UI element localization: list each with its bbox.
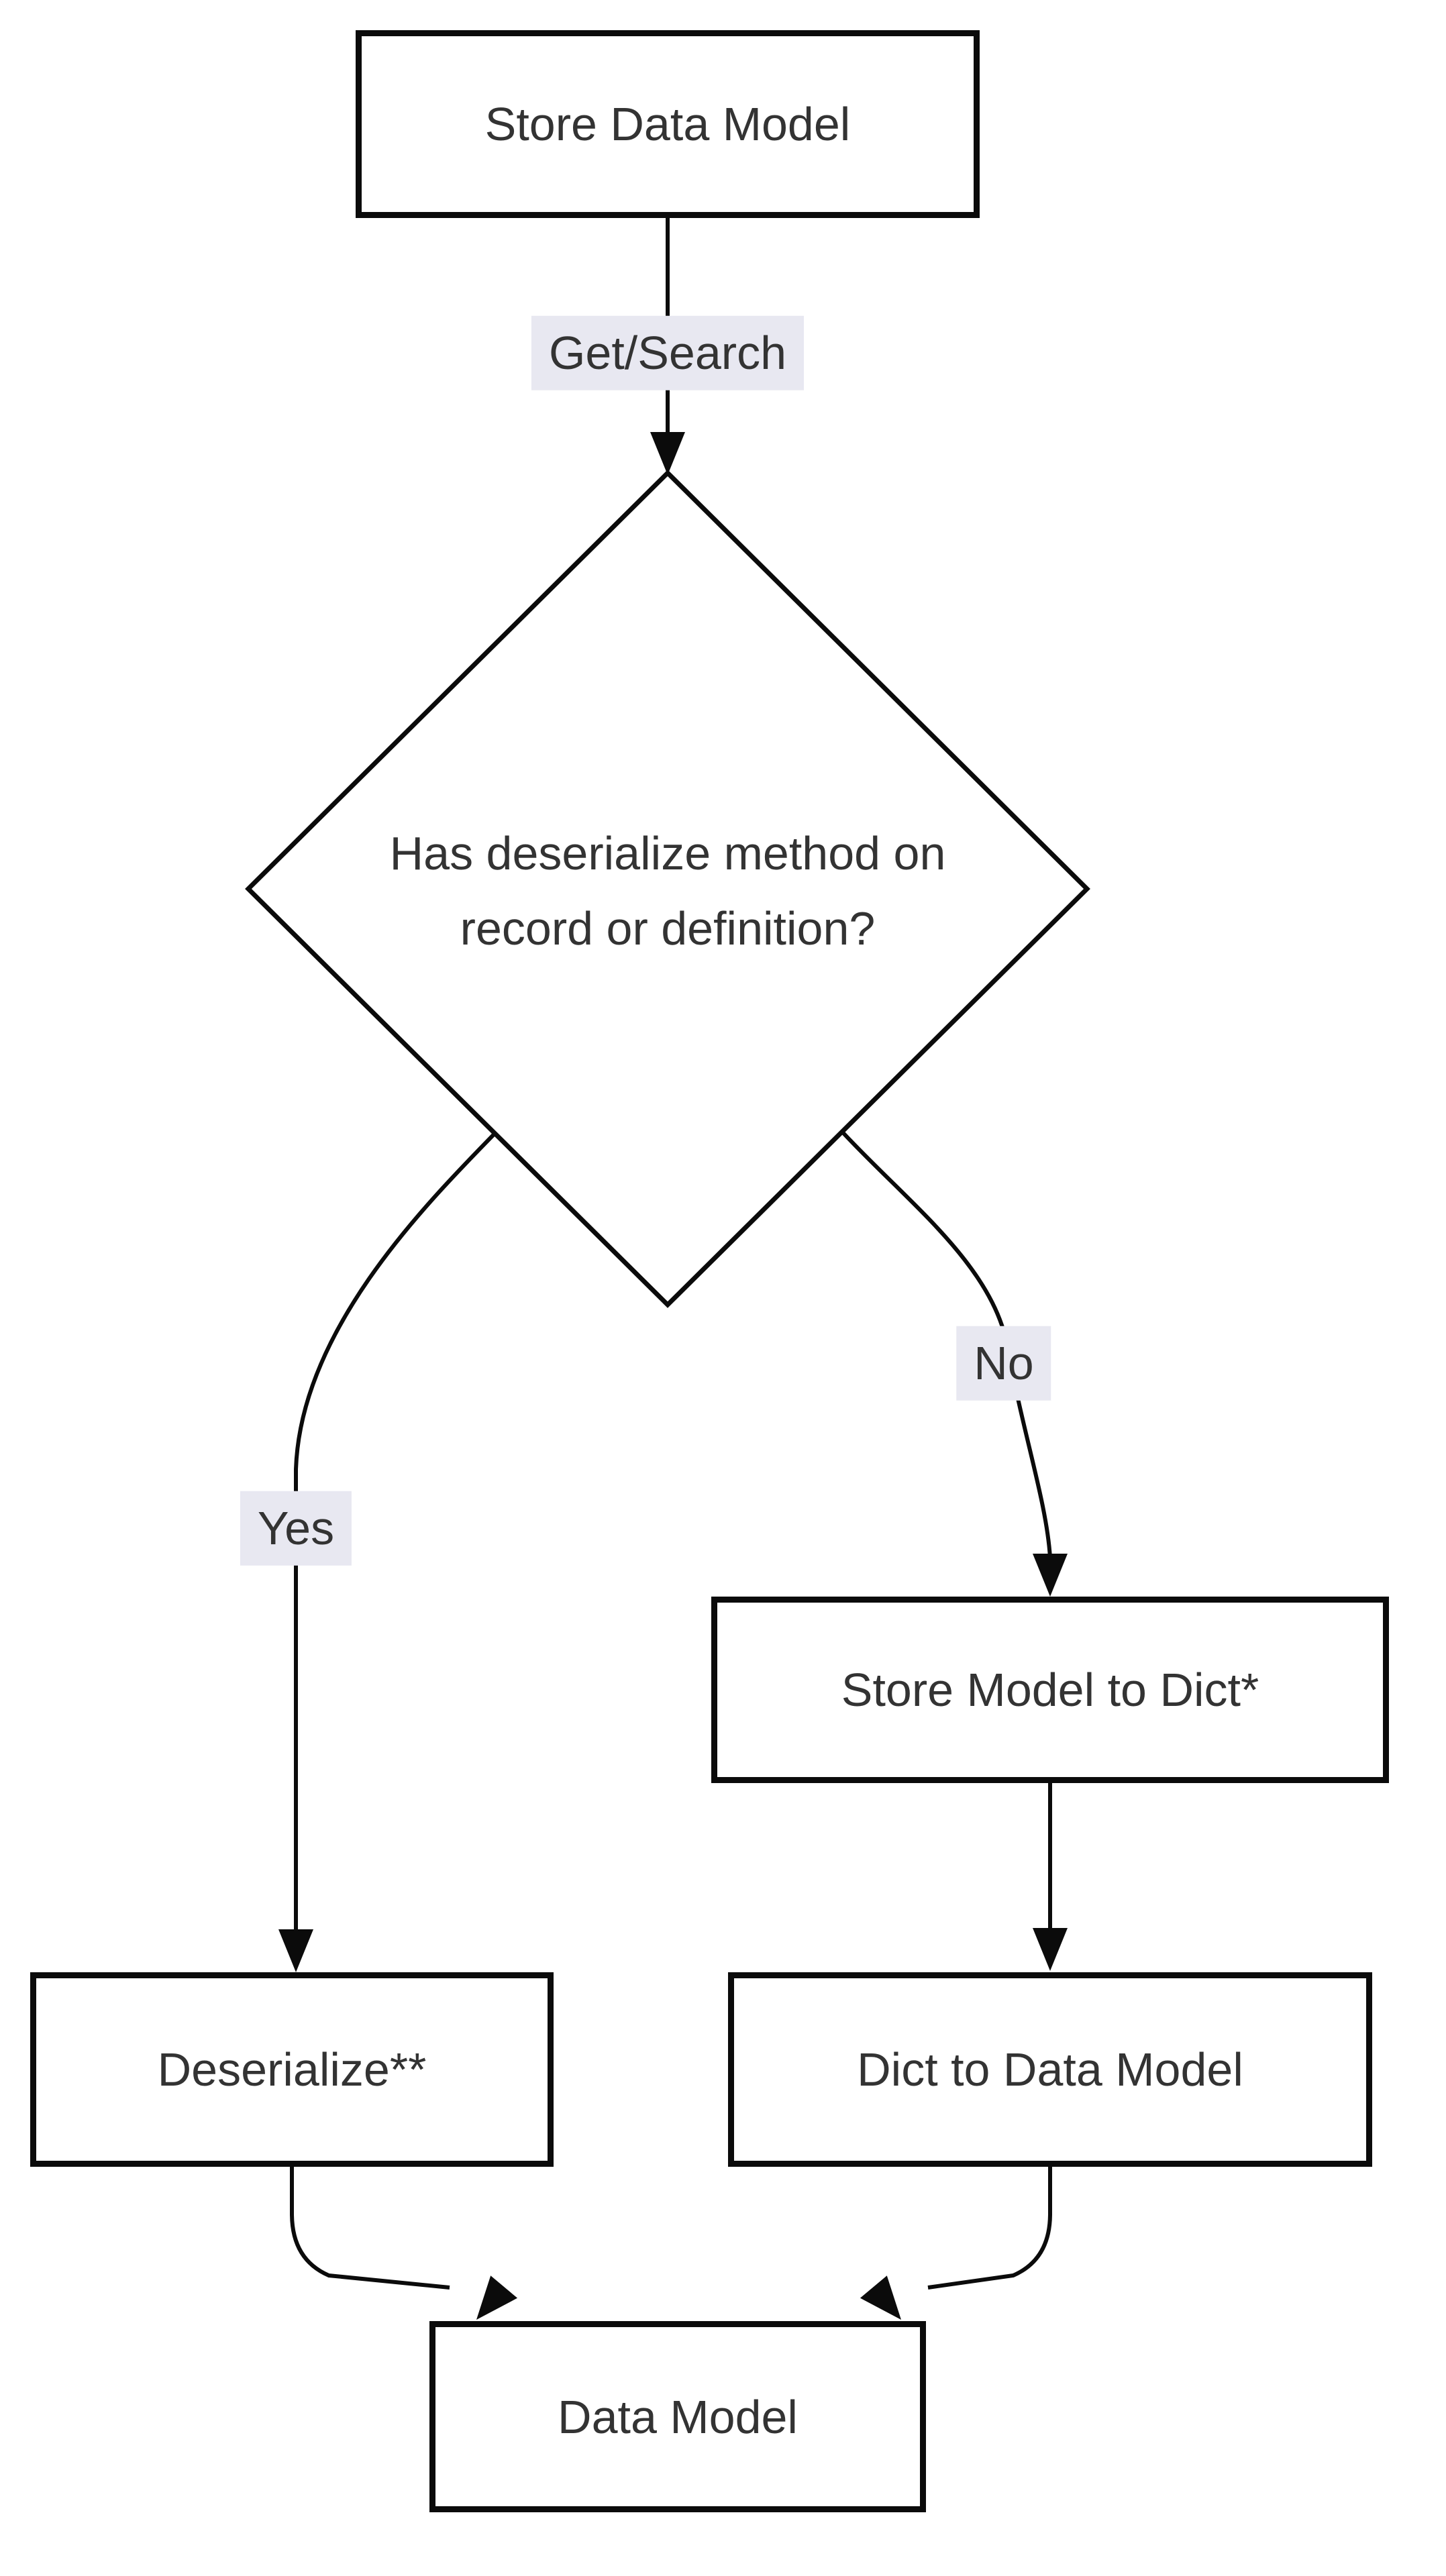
- node-deserialize-label: Deserialize**: [157, 2043, 427, 2096]
- arrowhead-store-to-dict: [1033, 1928, 1068, 1971]
- node-store-data-model: Store Data Model: [356, 30, 980, 218]
- edge-label-no: No: [956, 1326, 1051, 1401]
- arrowhead-no: [1033, 1554, 1068, 1597]
- edge-label-get-search: Get/Search: [531, 315, 805, 390]
- node-decision-label: Has deserialize method on record or defi…: [332, 816, 1003, 966]
- node-dict-to-data-model: Dict to Data Model: [728, 1972, 1372, 2167]
- arrowhead-yes: [278, 1929, 313, 1972]
- node-store-model-to-dict: Store Model to Dict*: [711, 1597, 1389, 1783]
- edge-dict-to-datamodel: [927, 2167, 1052, 2290]
- node-store-data-model-label: Store Data Model: [484, 98, 851, 150]
- node-data-model-label: Data Model: [558, 2390, 798, 2443]
- node-data-model: Data Model: [429, 2321, 926, 2512]
- edge-yes: [294, 1132, 497, 1933]
- arrowhead-get-search: [650, 432, 685, 475]
- edge-label-yes: Yes: [240, 1491, 352, 1566]
- arrowhead-deserialize-to-datamodel: [476, 2275, 518, 2320]
- decision-label-line1: Has deserialize method on: [389, 827, 946, 879]
- node-dict-to-data-model-label: Dict to Data Model: [857, 2043, 1243, 2096]
- node-store-model-to-dict-label: Store Model to Dict*: [841, 1664, 1259, 1716]
- arrowhead-dict-to-datamodel: [860, 2275, 901, 2320]
- decision-label-line2: record or definition?: [460, 902, 876, 955]
- node-deserialize: Deserialize**: [30, 1972, 554, 2167]
- decision-diamond-shape: [245, 470, 1090, 1308]
- edge-deserialize-to-datamodel: [290, 2167, 450, 2290]
